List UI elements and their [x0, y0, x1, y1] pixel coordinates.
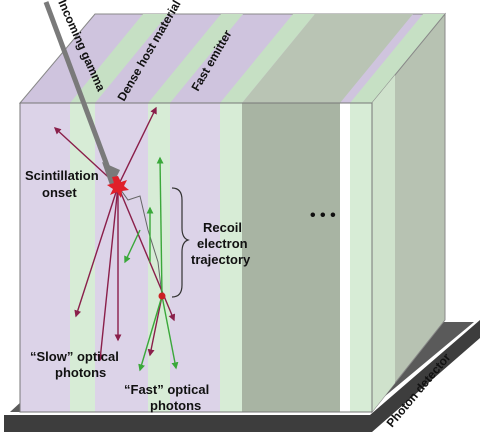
- scintillation-flash: [107, 176, 129, 198]
- fast-photons: [124, 156, 179, 372]
- ellipsis: • • •: [310, 207, 336, 224]
- incoming-gamma-arrow: [43, 1, 120, 188]
- scintillation-label-2: onset: [42, 185, 77, 200]
- electron-endpoint: [158, 292, 166, 300]
- scintillation-label-1: Scintillation: [25, 168, 99, 183]
- slow-photons-label-2: photons: [55, 365, 106, 380]
- fast-photons-label-1: “Fast” optical: [124, 382, 209, 397]
- fast-photons-label-2: photons: [150, 398, 201, 413]
- right-side-face: [371, 12, 446, 414]
- recoil-label-1: Recoil: [203, 220, 242, 235]
- recoil-brace: [171, 187, 190, 298]
- recoil-trajectory: [117, 185, 163, 297]
- slow-photons-label-1: “Slow” optical: [30, 349, 119, 364]
- front-face: [19, 102, 373, 413]
- recoil-label-2: electron: [197, 236, 248, 251]
- recoil-label-3: trajectory: [191, 252, 251, 267]
- top-face: [18, 13, 447, 104]
